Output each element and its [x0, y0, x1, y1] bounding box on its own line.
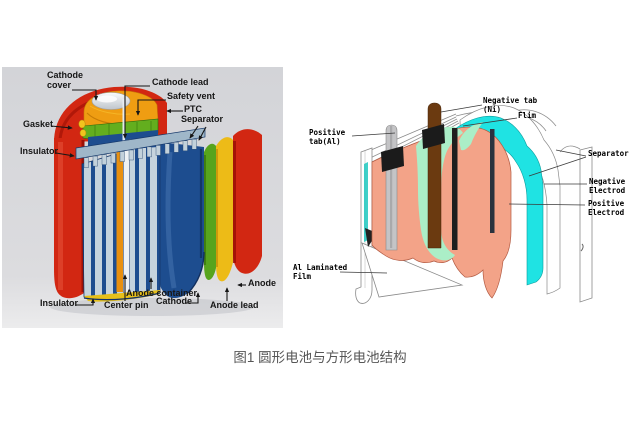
pouch-battery-illustration: [339, 102, 593, 304]
battery-shadow: [50, 298, 254, 316]
anode-container-strip: [116, 150, 123, 292]
label-insulator-bottom: Insulator: [40, 298, 79, 308]
label-ptc: PTC: [184, 104, 202, 114]
label-safety-vent: Safety vent: [167, 91, 216, 101]
label-al-laminated-film: Al Laminated Film: [293, 263, 348, 281]
bottom-insulator: [84, 290, 160, 302]
label-cathode-bottom: Cathode: [156, 296, 192, 306]
tab-seal: [381, 146, 404, 172]
inner-sheet-edge: [490, 129, 495, 233]
label-center-pin: Center pin: [104, 300, 149, 310]
cylindrical-battery-illustration: [2, 67, 283, 328]
label-anode-container: Anode container: [126, 288, 198, 298]
label-negative-electrode: Negative Electrod: [589, 177, 626, 195]
coating-mint-wedge: [459, 122, 483, 151]
label-anode-lead: Anode lead: [210, 300, 259, 310]
stray-mark: [580, 243, 584, 252]
label-separator-right: Separator: [588, 149, 629, 158]
separator-sheet-right: [579, 146, 593, 303]
gasket-bead: [79, 129, 87, 137]
top-insulator-plate: [75, 127, 206, 160]
right-leader-lines: [339, 104, 587, 274]
label-anode: Anode: [248, 278, 276, 288]
left-leader-lines: [50, 85, 246, 306]
gasket-bead: [78, 119, 86, 129]
label-negative-tab: Negative tab (Ni): [483, 96, 538, 114]
negative-tab-ni: [427, 102, 442, 249]
label-insulator-top: Insulator: [20, 146, 59, 156]
label-separator-left: Separator: [181, 114, 224, 124]
outer-film-ribbon: [355, 147, 373, 304]
tab-seal: [422, 124, 445, 149]
cathode-lead-strip: [122, 99, 126, 144]
label-cathode-lead: Cathode lead: [152, 77, 209, 87]
separator-sheet-yellow: [216, 137, 233, 282]
figure-caption: 图1 圆形电池与方形电池结构: [233, 350, 407, 365]
label-positive-tab: Positive tab(Al): [309, 128, 346, 146]
label-positive-electrode: Positive Electrod: [588, 199, 625, 217]
label-film: Flim: [518, 111, 537, 120]
can-right-wall: [233, 129, 262, 274]
anode-sheet-green: [204, 143, 216, 280]
label-cathode-cover: Cathode cover: [47, 70, 83, 90]
label-gasket: Gasket: [23, 119, 54, 129]
cyan-edge-sliver: [364, 162, 368, 242]
insulator-slats: [83, 138, 197, 168]
inner-sheet-edge: [452, 128, 458, 250]
